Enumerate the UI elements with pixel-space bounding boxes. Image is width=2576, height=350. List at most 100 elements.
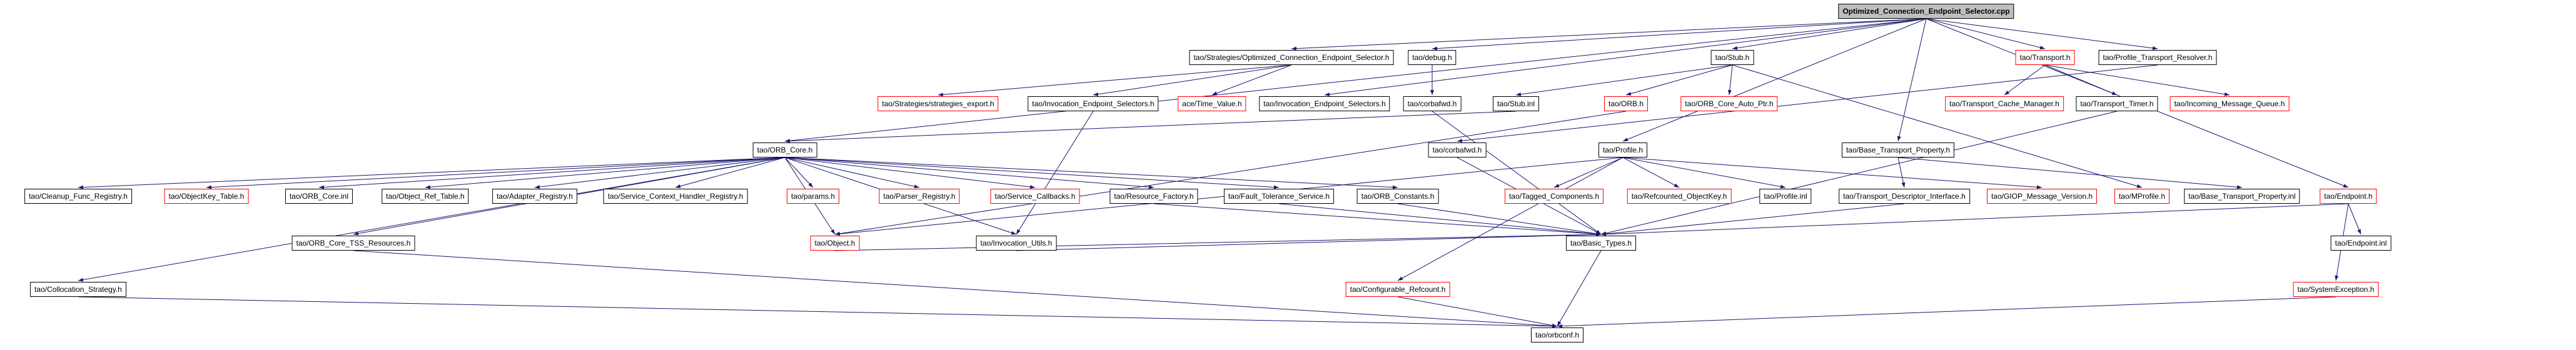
graph-edge-n11-n45	[1432, 111, 1602, 235]
graph-edge-n32-n45	[1278, 203, 1602, 236]
graph-node-n45[interactable]: tao/Basic_Types.h	[1565, 236, 1637, 251]
graph-edge-n18-n22	[78, 157, 785, 189]
graph-node-n10[interactable]: tao/Invocation_Endpoint_Selectors.h	[1259, 96, 1390, 111]
graph-node-n48[interactable]: tao/Configurable_Refcount.h	[1345, 282, 1450, 297]
graph-node-n27[interactable]: tao/Service_Context_Handler_Registry.h	[603, 189, 748, 204]
graph-node-n26[interactable]: tao/Adapter_Registry.h	[492, 189, 577, 204]
graph-edge-n20-n34	[1553, 157, 1624, 188]
graph-node-n14[interactable]: tao/ORB_Core_Auto_Ptr.h	[1680, 96, 1778, 111]
graph-node-n43[interactable]: tao/Object.h	[810, 236, 860, 251]
graph-node-n31[interactable]: tao/Resource_Factory.h	[1109, 189, 1198, 204]
graph-node-n39[interactable]: tao/MProfile.h	[2114, 189, 2170, 204]
graph-edge-n18-n30	[784, 157, 1036, 189]
graph-node-n41[interactable]: tao/Endpoint.h	[2320, 189, 2377, 204]
graph-edge-n13-n43	[834, 111, 1627, 236]
graph-node-n34[interactable]: tao/Tagged_Components.h	[1504, 189, 1604, 204]
graph-edge-n18-n27	[675, 157, 785, 188]
graph-node-n12[interactable]: tao/Stub.inl	[1492, 96, 1540, 111]
graph-edge-n4-n14	[1727, 64, 1733, 96]
graph-node-n15[interactable]: tao/Transport_Cache_Manager.h	[1945, 96, 2064, 111]
graph-edge-n41-n45	[1600, 203, 2349, 236]
graph-edge-n18-n24	[318, 157, 785, 189]
graph-edge-n18-n26	[534, 157, 785, 189]
graph-node-n2[interactable]: tao/Strategies/Optimized_Connection_Endp…	[1189, 50, 1394, 65]
graph-node-n37[interactable]: tao/Transport_Descriptor_Interface.h	[1839, 189, 1970, 204]
graph-node-n44[interactable]: tao/Invocation_Utils.h	[976, 236, 1057, 251]
graph-node-n35[interactable]: tao/Refcounted_ObjectKey.h	[1627, 189, 1732, 204]
graph-node-n50[interactable]: tao/orbconf.h	[1530, 328, 1584, 342]
graph-node-n3[interactable]: tao/debug.h	[1408, 50, 1457, 65]
graph-node-n38[interactable]: tao/GIOP_Message_Version.h	[1986, 189, 2098, 204]
graph-edge-n20-n36	[1622, 157, 1786, 189]
graph-node-n16[interactable]: tao/Transport_Timer.h	[2076, 96, 2158, 111]
graph-edge-n45-n50	[1557, 250, 1602, 327]
graph-node-n21[interactable]: tao/Base_Transport_Property.h	[1841, 142, 1955, 158]
graph-edge-n1-n18	[784, 18, 1927, 143]
graph-node-n30[interactable]: tao/Service_Callbacks.h	[990, 189, 1080, 204]
graph-edge-n37-n45	[1600, 203, 1905, 236]
graph-edge-n18-n29	[784, 157, 920, 189]
graph-edge-n33-n45	[1397, 203, 1602, 236]
graph-edge-n1-n3	[1432, 18, 1927, 51]
graph-edge-n16-n45	[1600, 111, 2118, 236]
graph-edge-n18-n47	[78, 157, 785, 282]
graph-node-n17[interactable]: tao/Incoming_Message_Queue.h	[2169, 96, 2290, 111]
graph-node-n6[interactable]: tao/Profile_Transport_Resolver.h	[2098, 50, 2217, 65]
graph-node-n20[interactable]: tao/Profile.h	[1598, 142, 1648, 158]
graph-node-n22[interactable]: tao/Cleanup_Func_Registry.h	[24, 189, 132, 204]
graph-edge-n43-n45	[834, 232, 1602, 251]
graph-node-n25[interactable]: tao/Object_Ref_Table.h	[381, 189, 469, 204]
graph-node-n29[interactable]: tao/Parser_Registry.h	[879, 189, 960, 204]
graph-edge-n18-n23	[206, 157, 785, 189]
graph-node-n33[interactable]: tao/ORB_Constants.h	[1356, 189, 1439, 204]
graph-edge-n4-n12	[1515, 64, 1733, 96]
graph-edge-n4-n39	[1732, 64, 2143, 188]
graph-node-n5[interactable]: tao/Transport.h	[2015, 50, 2075, 65]
graph-node-n19[interactable]: tao/corbafwd.h	[1428, 142, 1487, 158]
graph-edge-n49-n50	[1557, 296, 2336, 328]
graph-edge-n1-n20	[1622, 18, 1927, 142]
graph-node-n1[interactable]: Optimized_Connection_Endpoint_Selector.c…	[1838, 4, 2014, 19]
graph-edge-n48-n50	[1397, 296, 1558, 328]
graph-node-n28[interactable]: tao/params.h	[786, 189, 840, 204]
graph-edge-n20-n35	[1622, 157, 1680, 188]
graph-node-n47[interactable]: tao/Collocation_Strategy.h	[30, 282, 126, 297]
graph-edge-n2-n7	[937, 64, 1292, 97]
graph-edge-n8-n44	[1016, 111, 1094, 235]
graph-edge-n42-n50	[353, 250, 1558, 328]
graph-edge-n21-n40	[1897, 157, 2243, 189]
graph-node-n23[interactable]: tao/ObjectKey_Table.h	[164, 189, 249, 204]
graph-edge-n1-n2	[1291, 18, 1927, 51]
graph-node-n13[interactable]: tao/ORB.h	[1604, 96, 1649, 111]
graph-node-n36[interactable]: tao/Profile.inl	[1759, 189, 1812, 204]
graph-edge-n12-n18	[784, 111, 1517, 143]
graph-edge-n1-n4	[1732, 18, 1927, 50]
graph-node-n32[interactable]: tao/Fault_Tolerance_Service.h	[1223, 189, 1335, 204]
graph-node-n46[interactable]: tao/Endpoint.inl	[2330, 236, 2392, 251]
graph-node-n8[interactable]: tao/Invocation_Endpoint_Selectors.h	[1028, 96, 1159, 111]
graph-edge-n5-n17	[2044, 64, 2230, 96]
graph-node-n4[interactable]: tao/Stub.h	[1710, 50, 1754, 65]
graph-node-n7[interactable]: tao/Strategies/strategies_export.h	[877, 96, 999, 111]
graph-edge-n41-n46	[2348, 203, 2361, 235]
graph-node-n9[interactable]: ace/Time_Value.h	[1178, 96, 1246, 111]
graph-node-n11[interactable]: tao/corbafwd.h	[1403, 96, 1462, 111]
graph-node-n40[interactable]: tao/Base_Transport_Property.inl	[2184, 189, 2300, 204]
graph-node-n49[interactable]: tao/SystemException.h	[2293, 282, 2379, 297]
graph-node-n42[interactable]: tao/ORB_Core_TSS_Resources.h	[291, 236, 415, 251]
graph-edge-n6-n19	[1457, 64, 2158, 143]
graph-edge-n1-n6	[1926, 18, 2158, 50]
graph-edge-n21-n37	[1897, 157, 1906, 188]
graph-edge-n44-n45	[1016, 232, 1602, 251]
graph-edge-n2-n9	[1211, 64, 1292, 96]
graph-edge-n18-n31	[784, 157, 1154, 189]
graph-edge-n1-n10	[1324, 18, 1927, 96]
graph-node-n24[interactable]: tao/ORB_Core.inl	[285, 189, 353, 204]
graph-edge-n20-n38	[1622, 157, 2043, 189]
graph-edge-n20-n48	[1397, 157, 1624, 281]
graph-edge-n5-n15	[2004, 64, 2046, 96]
graph-node-n18[interactable]: tao/ORB_Core.h	[752, 142, 817, 158]
graph-edge-n47-n50	[78, 296, 1558, 328]
